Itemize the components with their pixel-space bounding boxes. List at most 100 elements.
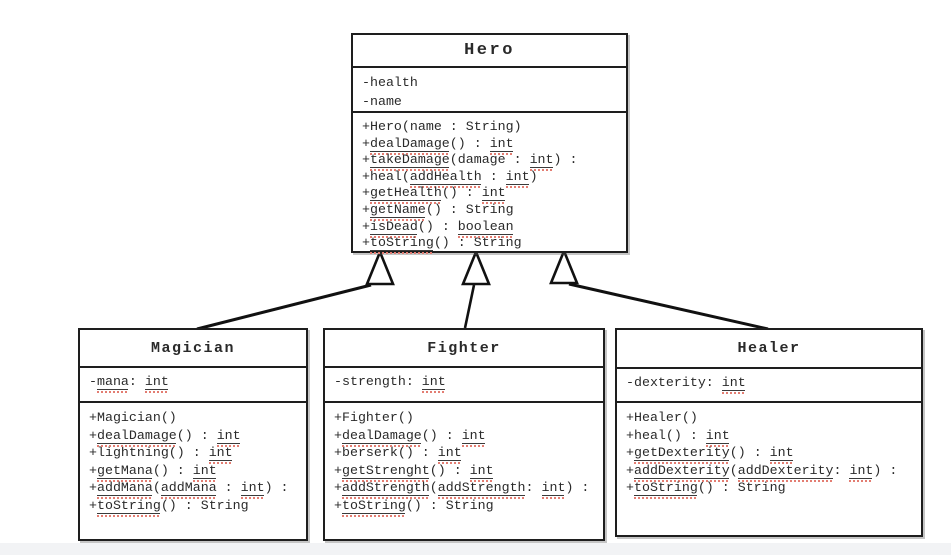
flagged-word: getHealth	[369, 185, 442, 201]
text-segment: )	[529, 168, 538, 184]
text-segment: +Magician()	[89, 410, 177, 425]
text-segment: (	[729, 462, 738, 478]
flagged-word: dealDamage	[96, 427, 177, 443]
flagged-word: addMana	[160, 480, 217, 495]
text-segment: -health	[362, 75, 418, 90]
text-segment: () :	[417, 218, 458, 234]
text-segment: +Hero(name : String)	[362, 119, 522, 134]
text-segment: () :	[449, 135, 490, 151]
flagged-word: dealDamage	[369, 135, 450, 151]
class-box-healer: Healer -dexterity: int +Healer() +heal() …	[615, 328, 923, 537]
member-line: +heal(addHealth : int)	[362, 169, 617, 186]
flagged-word: toString	[96, 497, 161, 513]
text-segment: -	[89, 374, 97, 389]
member-line: +takeDamage(damage : int) :	[362, 152, 617, 169]
text-segment: +	[626, 480, 634, 495]
flagged-word: int	[240, 480, 265, 495]
member-line: +berserk() : int	[334, 444, 594, 462]
flagged-word: getMana	[96, 462, 153, 478]
text-segment: () :	[421, 427, 462, 443]
flagged-word: int	[541, 480, 566, 495]
text-segment: () : String	[433, 235, 522, 251]
generalization-triangle-icon	[461, 248, 491, 286]
text-segment: +heal() :	[626, 427, 706, 443]
class-title-healer: Healer	[617, 330, 921, 369]
generalization-line-healer	[568, 282, 769, 331]
text-segment: () :	[152, 462, 193, 478]
member-line: +Magician()	[89, 409, 297, 427]
flagged-word: addMana	[96, 480, 153, 495]
class-methods-hero: +Hero(name : String)+dealDamage() : int+…	[353, 113, 626, 254]
flagged-word: int	[481, 185, 506, 201]
class-title-fighter: Fighter	[325, 330, 603, 368]
text-segment: +	[89, 462, 97, 478]
member-line: +toString() : String	[362, 235, 617, 252]
class-title-hero: Hero	[353, 35, 626, 68]
flagged-word: addStrength	[341, 480, 430, 495]
text-segment: () :	[176, 427, 217, 443]
text-segment: +	[362, 185, 370, 201]
text-segment: () : String	[405, 497, 494, 513]
text-segment: () :	[441, 185, 482, 201]
flagged-word: addDexterity	[737, 462, 834, 478]
member-line: +getStrenght() : int	[334, 462, 594, 480]
member-line: +Fighter()	[334, 409, 594, 427]
flagged-word: int	[489, 135, 514, 151]
text-segment: +	[334, 462, 342, 478]
flagged-word: int	[769, 445, 794, 460]
generalization-line-magician	[196, 283, 372, 331]
member-line: +getMana() : int	[89, 462, 297, 480]
member-line: +toString() : String	[334, 497, 594, 515]
member-line: +getDexterity() : int	[626, 444, 912, 462]
text-segment: ) :	[264, 480, 289, 495]
text-segment: () :	[429, 462, 470, 478]
flagged-word: int	[721, 375, 746, 390]
generalization-triangle-icon	[365, 248, 395, 286]
text-segment: +heal(	[362, 168, 410, 184]
text-segment: :	[216, 480, 241, 495]
text-segment: -dexterity:	[626, 375, 722, 390]
member-line: +dealDamage() : int	[334, 427, 594, 445]
flagged-word: int	[421, 374, 446, 389]
text-segment: +lightning() :	[89, 445, 209, 460]
text-segment: +	[89, 480, 97, 495]
member-line: +lightning() : int	[89, 444, 297, 462]
flagged-word: getStrenght	[341, 462, 430, 478]
text-segment: () :	[729, 445, 770, 460]
flagged-word: int	[192, 462, 217, 478]
text-segment: () : String	[425, 201, 514, 217]
class-methods-healer: +Healer() +heal() : int+getDexterity() : …	[617, 403, 921, 535]
text-segment: ) :	[553, 152, 578, 168]
bottom-strip	[0, 543, 951, 555]
text-segment: :	[525, 480, 542, 495]
member-line: +dealDamage() : int	[362, 136, 617, 153]
text-segment: :	[481, 168, 506, 184]
text-segment: +	[334, 427, 342, 443]
class-methods-magician: +Magician()+dealDamage() : int+lightning…	[80, 403, 306, 539]
flagged-word: isDead	[369, 218, 418, 234]
text-segment: +Fighter()	[334, 410, 414, 425]
flagged-word: int	[505, 168, 530, 184]
flagged-word: int	[208, 445, 233, 460]
member-line: +heal() : int	[626, 427, 912, 445]
member-line: +getHealth() : int	[362, 185, 617, 202]
flagged-word: takeDamage	[369, 152, 450, 168]
generalization-line-fighter	[463, 284, 476, 329]
class-attrs-healer: -dexterity: int	[617, 369, 921, 403]
member-line: +Hero(name : String)	[362, 119, 617, 136]
member-line: -name	[362, 92, 617, 111]
text-segment: () : String	[697, 480, 786, 495]
member-line: +getName() : String	[362, 202, 617, 219]
flagged-word: addStrength	[437, 480, 526, 495]
text-segment: +	[334, 480, 342, 495]
text-segment: +Healer()	[626, 410, 698, 425]
member-line: +addMana(addMana : int) :	[89, 479, 297, 497]
generalization-triangle-icon	[549, 247, 579, 285]
member-line: +toString() : String	[626, 479, 912, 497]
class-methods-fighter: +Fighter() +dealDamage() : int+berserk() …	[325, 403, 603, 539]
text-segment: +	[362, 235, 370, 251]
flagged-word: int	[216, 427, 241, 443]
member-line: -strength: int	[334, 373, 594, 391]
flagged-word: toString	[369, 235, 434, 251]
